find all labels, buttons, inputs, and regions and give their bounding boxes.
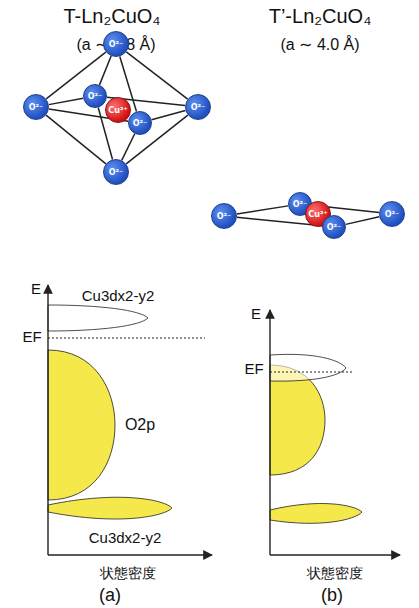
- oxygen-ion: O²⁻: [103, 31, 129, 57]
- bond-line: [237, 206, 288, 214]
- axis-title: 状態密度: [307, 566, 363, 580]
- panel-label: (b): [321, 586, 343, 604]
- ion-label: O²⁻: [385, 210, 400, 219]
- bond-line: [99, 56, 111, 85]
- ion-label: O²⁻: [29, 103, 44, 112]
- bond-line: [49, 98, 83, 104]
- ion-label: O²⁻: [327, 223, 342, 232]
- axis-label: E: [31, 281, 41, 296]
- compound-title: T’-Ln₂CuO₄: [269, 6, 372, 26]
- ion-label: O²⁻: [217, 212, 232, 221]
- bond-line: [346, 217, 380, 225]
- panel-label: (a): [99, 586, 121, 604]
- ion-label: Cu²⁺: [308, 210, 327, 219]
- oxygen-ion: O²⁻: [379, 201, 405, 227]
- fermi-level-label: EF: [22, 329, 41, 344]
- oxygen-ion: O²⁻: [23, 94, 49, 120]
- compound-title: T-Ln₂CuO₄: [63, 6, 160, 26]
- ion-label: O²⁻: [88, 92, 103, 101]
- bond-line: [46, 115, 106, 164]
- band-label: O2p: [125, 417, 155, 433]
- bond-line: [152, 110, 186, 119]
- band-label: Cu3dx2-y2: [89, 530, 162, 545]
- oxygen-ion: O²⁻: [322, 215, 346, 239]
- ion-label: O²⁻: [293, 200, 308, 209]
- axis-label: E: [251, 306, 261, 321]
- oxygen-ion: O²⁻: [185, 94, 211, 120]
- oxygen-ion: O²⁻: [103, 159, 129, 185]
- oxygen-ion: O²⁻: [128, 111, 152, 135]
- copper-ion: Cu²⁺: [105, 97, 131, 123]
- fermi-level-label: EF: [244, 361, 263, 376]
- ion-label: Cu²⁺: [108, 106, 127, 115]
- bond-line: [126, 115, 188, 164]
- ion-label: O²⁻: [133, 119, 148, 128]
- axis-title: 状態密度: [100, 566, 156, 580]
- band-label: Cu3dx2-y2: [82, 288, 155, 303]
- lattice-constant: (a ∼ 4.0 Å): [280, 37, 359, 53]
- bond-line: [122, 134, 135, 161]
- ion-label: O²⁻: [109, 40, 124, 49]
- ion-label: O²⁻: [109, 168, 124, 177]
- bond-line: [126, 52, 187, 99]
- oxygen-ion: O²⁻: [83, 84, 107, 108]
- oxygen-ion: O²⁻: [211, 203, 237, 229]
- ion-label: O²⁻: [191, 103, 206, 112]
